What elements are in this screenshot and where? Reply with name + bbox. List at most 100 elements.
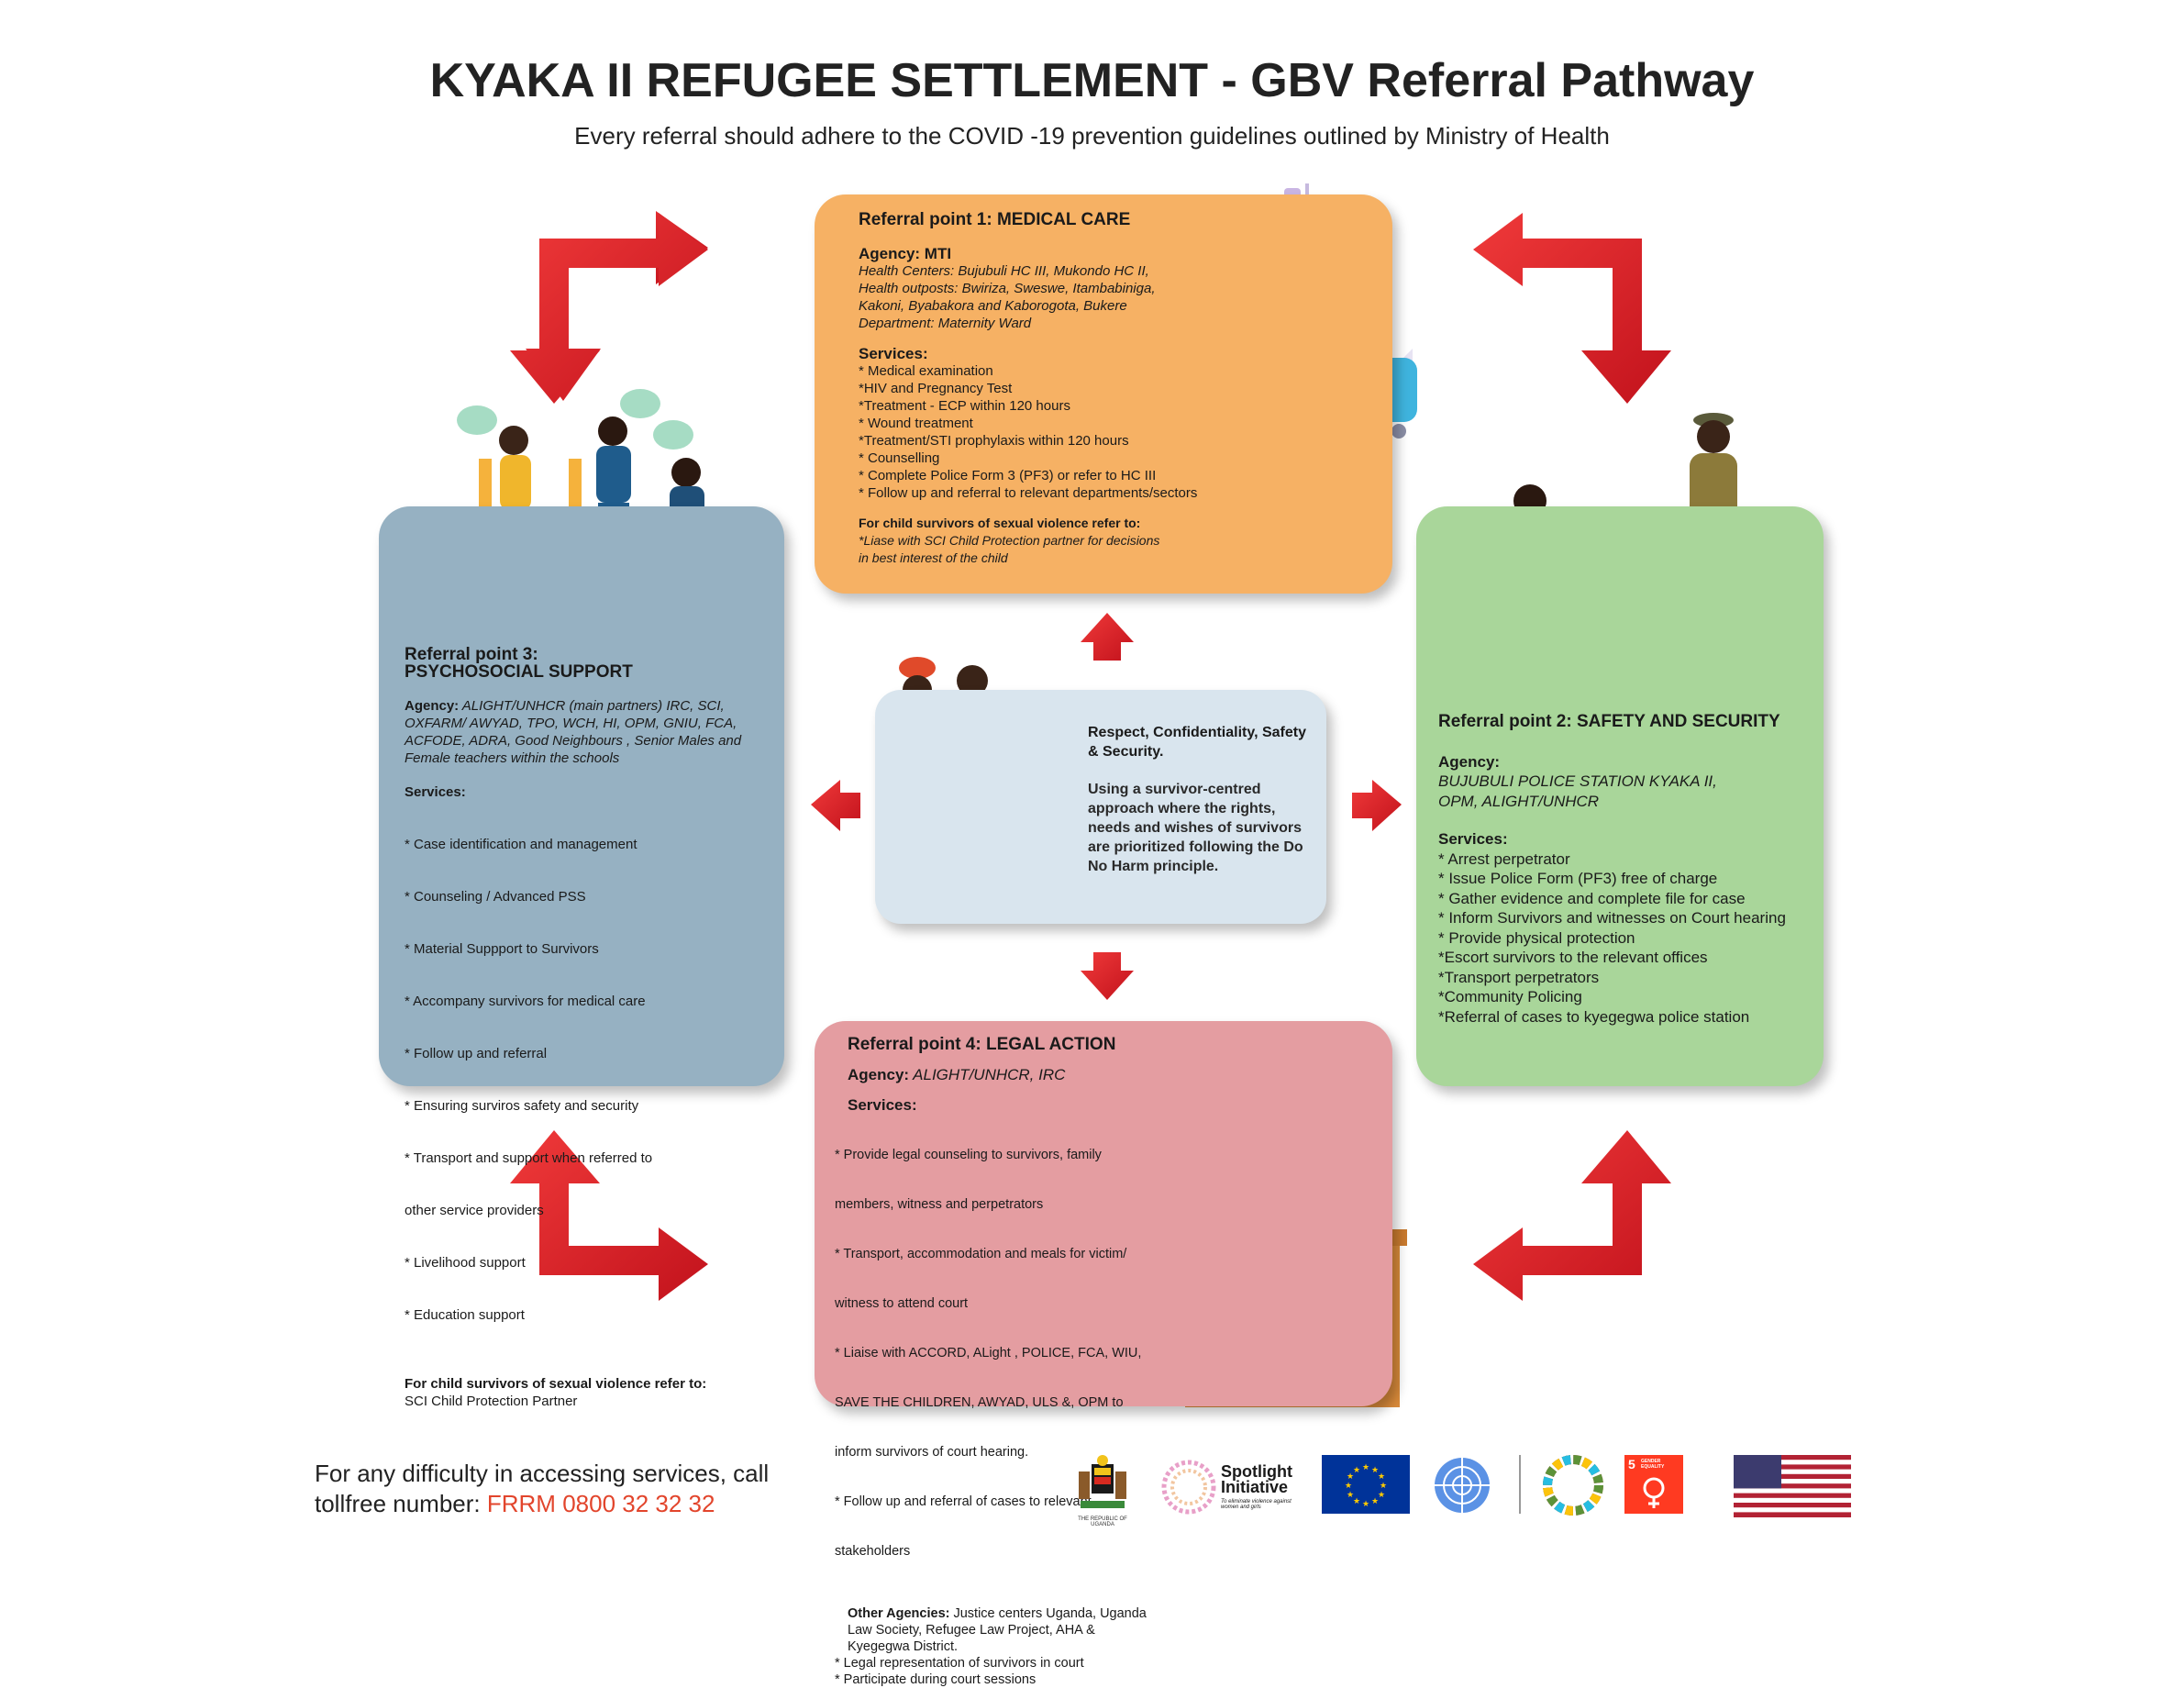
center-approach: Using a survivor-centred approach where … bbox=[1088, 782, 1303, 874]
psycho-agency-text: ALIGHT/UNHCR (main partners) IRC, SCI, O… bbox=[405, 698, 742, 766]
medical-card-title: Referral point 1: MEDICAL CARE bbox=[859, 210, 1131, 229]
arrow-left bbox=[811, 780, 860, 831]
corner-arrow-top-left-shape bbox=[510, 213, 708, 404]
safety-service-item: *Referral of cases to kyegegwa police st… bbox=[1438, 1007, 1750, 1026]
hotline-number: FRRM 0800 32 32 32 bbox=[486, 1490, 715, 1517]
safety-agency-line: OPM, ALIGHT/UNHCR bbox=[1438, 792, 1600, 810]
svg-text:★: ★ bbox=[1378, 1472, 1385, 1482]
safety-services-label: Services: bbox=[1438, 830, 1508, 848]
psychosocial-support-card: Referral point 3: PSYCHOSOCIAL SUPPORT A… bbox=[379, 506, 784, 1409]
legal-other-service: * Participate during court sessions bbox=[835, 1672, 1037, 1687]
medical-agency-line: Health outposts: Bwiriza, Sweswe, Itamba… bbox=[859, 281, 1156, 296]
legal-other-line: Kyegegwa District. bbox=[848, 1639, 959, 1654]
safety-card-title: Referral point 2: SAFETY AND SECURITY bbox=[1438, 712, 1780, 731]
corner-arrow-top-left bbox=[526, 211, 708, 401]
svg-text:★: ★ bbox=[1378, 1491, 1385, 1500]
legal-services-label: Services: bbox=[848, 1096, 917, 1114]
uganda-coat-of-arms-logo: THE REPUBLIC OF UGANDA bbox=[1071, 1453, 1134, 1527]
legal-service-item: * Transport, accommodation and meals for… bbox=[835, 1247, 1127, 1261]
arrow-down bbox=[1081, 952, 1134, 1000]
safety-service-item: *Escort survivors to the relevant office… bbox=[1438, 949, 1708, 966]
legal-other-service: * Legal representation of survivors in c… bbox=[835, 1656, 1084, 1671]
footer-line2-prefix: tollfree number: bbox=[315, 1490, 487, 1517]
legal-service-item: witness to attend court bbox=[835, 1296, 969, 1311]
spotlight-title2: Initiative bbox=[1221, 1478, 1289, 1496]
legal-service-item: inform survivors of court hearing. bbox=[835, 1445, 1029, 1460]
medical-service-item: * Wound treatment bbox=[859, 416, 973, 431]
safety-agency-line: BUJUBULI POLICE STATION KYAKA II, bbox=[1438, 772, 1717, 790]
psycho-service-item: * Counseling / Advanced PSS bbox=[405, 889, 586, 905]
legal-other-label: Other Agencies: bbox=[848, 1606, 950, 1621]
psycho-title-line2: PSYCHOSOCIAL SUPPORT bbox=[405, 662, 633, 682]
sdg5-number: 5 bbox=[1628, 1457, 1635, 1471]
safety-service-item: *Community Policing bbox=[1438, 988, 1582, 1005]
legal-service-item: * Follow up and referral of cases to rel… bbox=[835, 1494, 1092, 1509]
svg-text:★: ★ bbox=[1371, 1497, 1379, 1506]
divider bbox=[1519, 1455, 1521, 1514]
legal-other-line: Justice centers Uganda, Uganda bbox=[949, 1606, 1147, 1621]
safety-service-item: * Inform Survivors and witnesses on Cour… bbox=[1438, 909, 1786, 927]
usa-flag-logo bbox=[1734, 1455, 1851, 1517]
legal-service-item: stakeholders bbox=[835, 1544, 911, 1559]
medical-child-line: *Liase with SCI Child Protection partner… bbox=[859, 533, 1160, 548]
legal-action-card: Referral point 4: LEGAL ACTION Agency: A… bbox=[815, 1021, 1392, 1687]
medical-agency-line: Health Centers: Bujubuli HC III, Mukondo… bbox=[859, 263, 1149, 279]
arrow-up bbox=[1081, 613, 1134, 661]
psycho-agency-label: Agency: bbox=[405, 698, 460, 714]
medical-service-item: *HIV and Pregnancy Test bbox=[859, 381, 1013, 396]
footer-line1: For any difficulty in accessing services… bbox=[315, 1460, 770, 1487]
psycho-service-item: * Follow up and referral bbox=[405, 1046, 548, 1061]
svg-text:★: ★ bbox=[1362, 1463, 1369, 1472]
medical-service-item: * Follow up and referral to relevant dep… bbox=[859, 485, 1198, 501]
medical-agency-label: Agency: MTI bbox=[859, 245, 952, 262]
psycho-service-item: * Case identification and management bbox=[405, 837, 637, 852]
svg-text:★: ★ bbox=[1362, 1500, 1369, 1509]
psycho-child-label: For child survivors of sexual violence r… bbox=[405, 1376, 707, 1392]
psycho-service-item: * Accompany survivors for medical care bbox=[405, 994, 646, 1009]
legal-service-item: * Liaise with ACCORD, ALight , POLICE, F… bbox=[835, 1346, 1142, 1360]
svg-text:★: ★ bbox=[1371, 1466, 1379, 1475]
legal-agency-label: Agency: bbox=[848, 1066, 910, 1083]
legal-service-item: SAVE THE CHILDREN, AWYAD, ULS &, OPM to bbox=[835, 1395, 1124, 1410]
legal-agency-text: ALIGHT/UNHCR, IRC bbox=[909, 1066, 1066, 1083]
medical-service-item: *Treatment/STI prophylaxis within 120 ho… bbox=[859, 433, 1129, 449]
sdg5-gender-equality-logo: 5 GENDER EQUALITY bbox=[1624, 1455, 1683, 1514]
medical-agency-line: Kakoni, Byabakora and Kaborogota, Bukere bbox=[859, 298, 1127, 314]
psycho-services-label: Services: bbox=[405, 784, 466, 800]
psycho-title-line1: Referral point 3: bbox=[405, 645, 538, 664]
safety-service-item: * Gather evidence and complete file for … bbox=[1438, 889, 1746, 907]
medical-services-label: Services: bbox=[859, 345, 928, 362]
safety-security-card: Referral point 2: SAFETY AND SECURITY Ag… bbox=[1416, 506, 1824, 1086]
svg-text:★: ★ bbox=[1380, 1482, 1387, 1491]
sdg-wheel-logo bbox=[1541, 1453, 1605, 1517]
legal-service-item: members, witness and perpetrators bbox=[835, 1197, 1044, 1212]
safety-service-item: * Issue Police Form (PF3) free of charge bbox=[1438, 870, 1718, 887]
safety-service-item: * Arrest perpetrator bbox=[1438, 850, 1570, 868]
psycho-service-item: * Education support bbox=[405, 1307, 525, 1323]
center-principles-card: Respect, Confidentiality, Safety & Secur… bbox=[875, 690, 1326, 924]
medical-service-item: * Medical examination bbox=[859, 363, 993, 379]
spotlight-subtitle: To eliminate violence against women and … bbox=[1221, 1499, 1292, 1510]
legal-card-title: Referral point 4: LEGAL ACTION bbox=[848, 1035, 1116, 1054]
safety-agency-label: Agency: bbox=[1438, 752, 1501, 771]
svg-text:★: ★ bbox=[1353, 1466, 1360, 1475]
safety-service-item: *Transport perpetrators bbox=[1438, 968, 1600, 986]
corner-arrow-top-right-shape bbox=[1473, 213, 1671, 404]
page-title: KYAKA II REFUGEE SETTLEMENT - GBV Referr… bbox=[429, 54, 1755, 107]
svg-text:★: ★ bbox=[1347, 1491, 1354, 1500]
sdg5-text: GENDER EQUALITY bbox=[1641, 1459, 1665, 1470]
eu-flag-logo: ★★★ ★★★ ★★★ ★★★ bbox=[1322, 1455, 1410, 1514]
svg-text:★: ★ bbox=[1347, 1472, 1354, 1482]
footer-contact: For any difficulty in accessing services… bbox=[315, 1459, 769, 1519]
un-emblem-logo bbox=[1427, 1453, 1497, 1517]
safety-service-item: * Provide physical protection bbox=[1438, 928, 1635, 947]
psycho-service-item: other service providers bbox=[405, 1203, 544, 1218]
svg-text:★: ★ bbox=[1345, 1482, 1352, 1491]
page-subtitle: Every referral should adhere to the COVI… bbox=[574, 122, 1610, 150]
psycho-service-item: * Livelihood support bbox=[405, 1255, 526, 1271]
medical-agency-line: Department: Maternity Ward bbox=[859, 316, 1032, 331]
uganda-caption: THE REPUBLIC OF UGANDA bbox=[1078, 1516, 1127, 1527]
svg-text:★: ★ bbox=[1353, 1497, 1360, 1506]
center-principles: Respect, Confidentiality, Safety & Secur… bbox=[1088, 725, 1306, 760]
psycho-service-item: * Transport and support when referred to bbox=[405, 1150, 653, 1166]
